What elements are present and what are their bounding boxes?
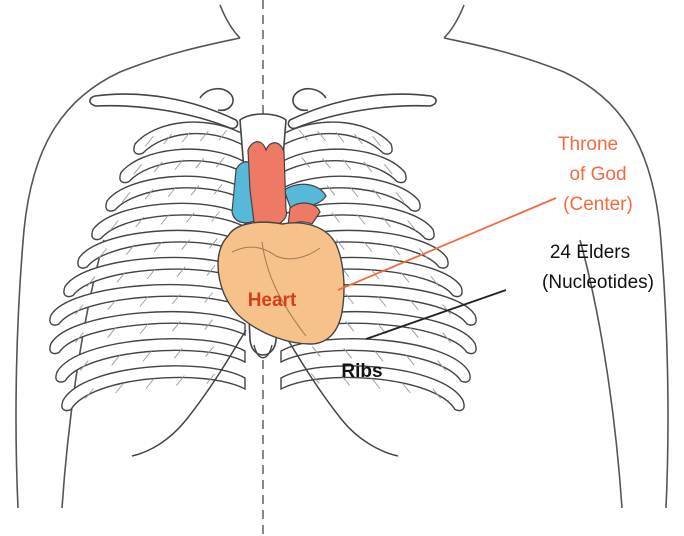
ribs-label: Ribs [341,361,382,382]
throne-label-line1: Throne [558,134,618,155]
left-rib [62,366,245,411]
elders-label-line2: (Nucleotides) [542,272,654,293]
throne-label-line2: of God [569,164,626,185]
throne-label-line3: (Center) [563,194,633,215]
aorta [248,142,287,226]
heart-label: Heart [248,290,297,311]
ribs-left [50,122,245,410]
elders-label-line1: 24 Elders [550,242,630,263]
